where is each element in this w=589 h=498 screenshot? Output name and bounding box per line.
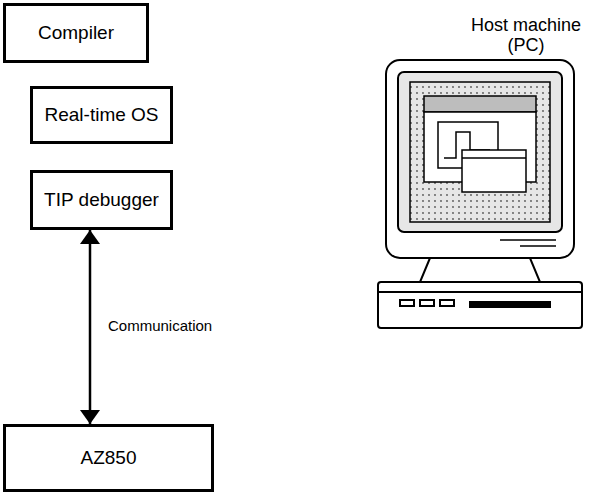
pc-system-unit (378, 282, 582, 328)
pc-stand (420, 258, 540, 282)
pc-monitor (386, 60, 574, 258)
box-label: Real-time OS (44, 104, 158, 126)
box-label: TIP debugger (44, 189, 159, 211)
communication-arrow (89, 230, 92, 424)
edge-label: Communication (106, 317, 214, 334)
box-label: AZ850 (81, 447, 137, 469)
box-label: Compiler (38, 22, 114, 44)
process-box: Real-time OS (30, 86, 173, 144)
process-box: AZ850 (3, 424, 214, 492)
process-box: Compiler (3, 3, 149, 63)
host-caption: Host machine (PC) (466, 16, 586, 56)
process-box: TIP debugger (30, 170, 173, 230)
